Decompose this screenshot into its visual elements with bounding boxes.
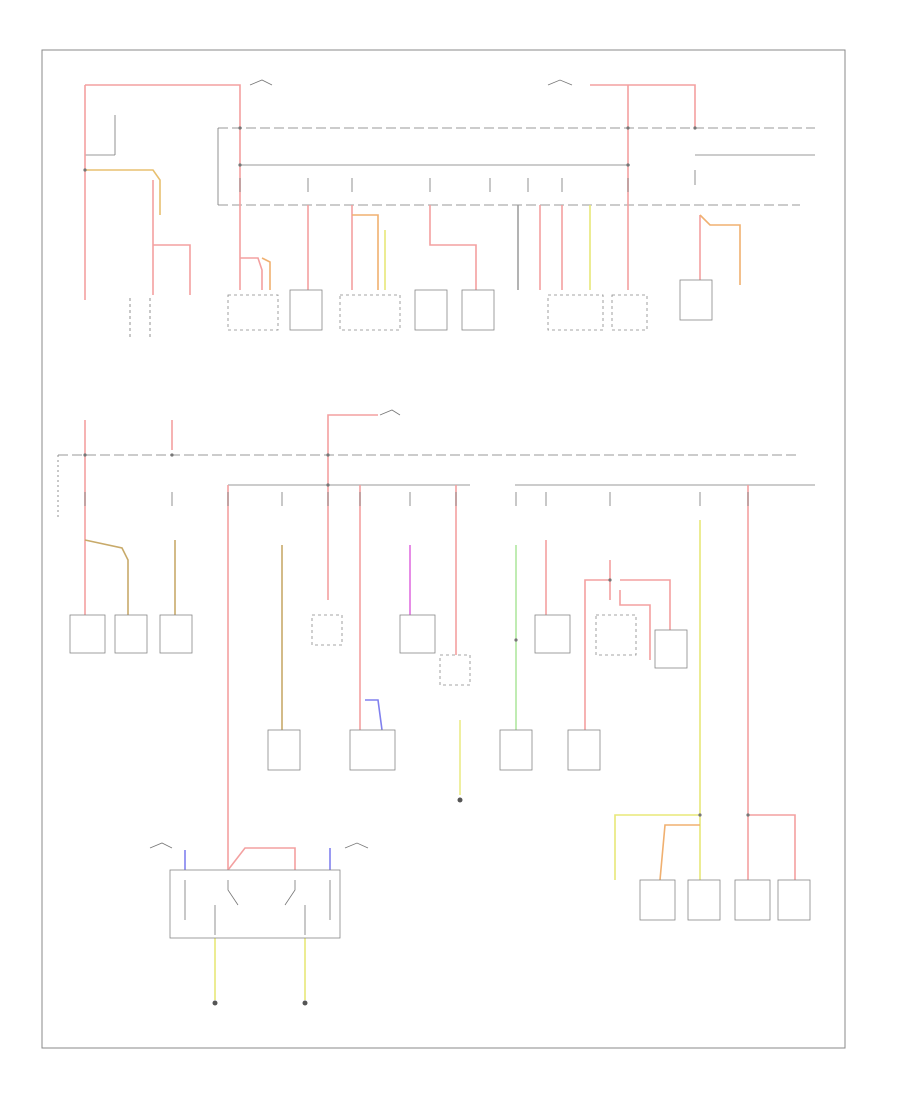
middle-colored-wires — [84, 520, 701, 1000]
top-components — [227, 279, 713, 331]
relay-assembly — [169, 869, 341, 939]
relay-internals — [184, 880, 331, 935]
middle-splice-dots — [83, 453, 750, 817]
middle-fuse-symbols — [84, 492, 749, 506]
top-colored-wires — [85, 169, 741, 290]
top-bus-lines — [84, 115, 815, 206]
top-splice-dots — [83, 126, 697, 172]
diagram-frame — [41, 49, 846, 1049]
top-feed-wires — [84, 84, 701, 300]
middle-bus-lines — [57, 454, 815, 520]
middle-components — [69, 614, 811, 921]
top-switch-links — [129, 298, 151, 340]
top-fuse-symbols — [239, 170, 696, 192]
ground-points — [212, 797, 463, 1006]
connector-arrows — [149, 79, 573, 849]
